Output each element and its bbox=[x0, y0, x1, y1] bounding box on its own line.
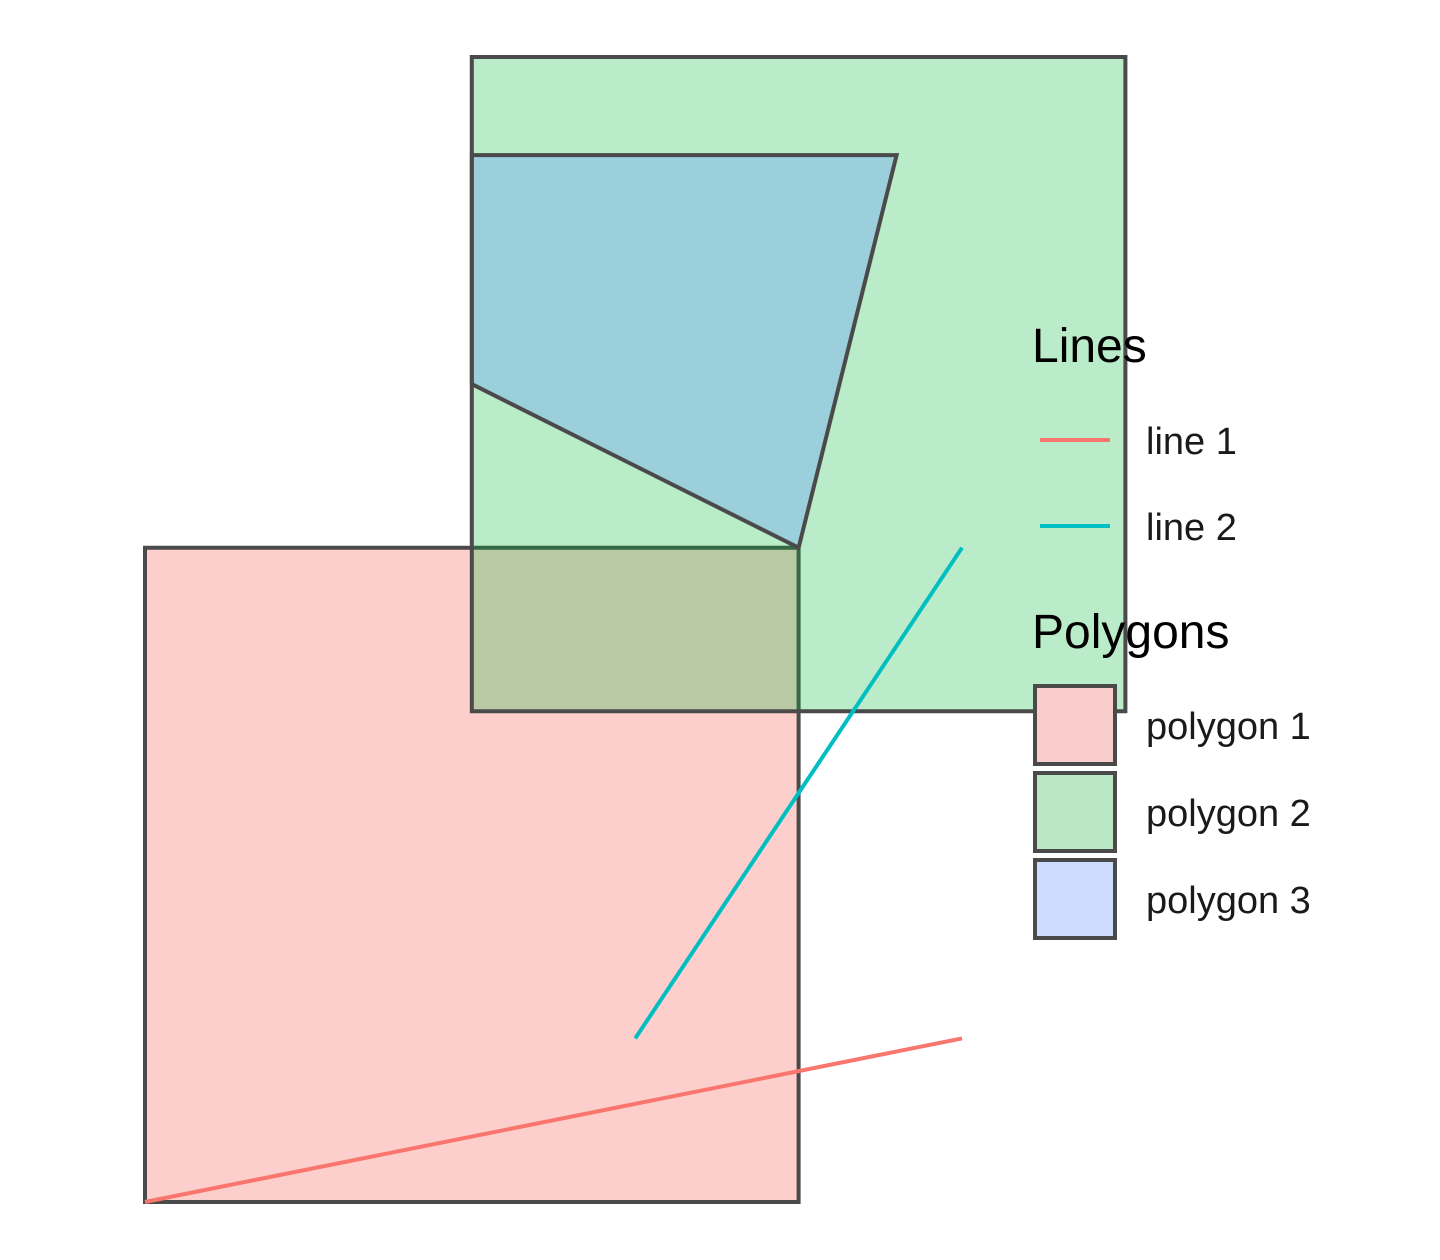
legend-key-polygon-3 bbox=[1033, 858, 1117, 940]
line-1-path bbox=[144, 1036, 963, 1204]
legend-group-lines: line 1 line 2 bbox=[1040, 421, 1237, 549]
legend-label-polygon-2: polygon 2 bbox=[1146, 793, 1311, 835]
legend-key-polygon-2 bbox=[1033, 771, 1117, 853]
legend-key-polygon-1 bbox=[1033, 684, 1117, 766]
legend-label-line-1: line 1 bbox=[1146, 421, 1237, 463]
polygon-3-shape bbox=[469, 153, 900, 551]
legend-label-line-2: line 2 bbox=[1146, 507, 1237, 549]
legend-group-polygons: polygon 1 polygon 2 polygon 3 bbox=[1033, 684, 1311, 940]
line-2-path bbox=[633, 546, 964, 1040]
legend-title-lines: Lines bbox=[1032, 320, 1147, 373]
line-layer bbox=[144, 546, 964, 1204]
legend-title-polygons: Polygons bbox=[1032, 606, 1229, 659]
polygon-layer bbox=[143, 55, 1128, 1204]
legend-label-polygon-1: polygon 1 bbox=[1146, 706, 1311, 748]
legend-label-polygon-3: polygon 3 bbox=[1146, 880, 1311, 922]
